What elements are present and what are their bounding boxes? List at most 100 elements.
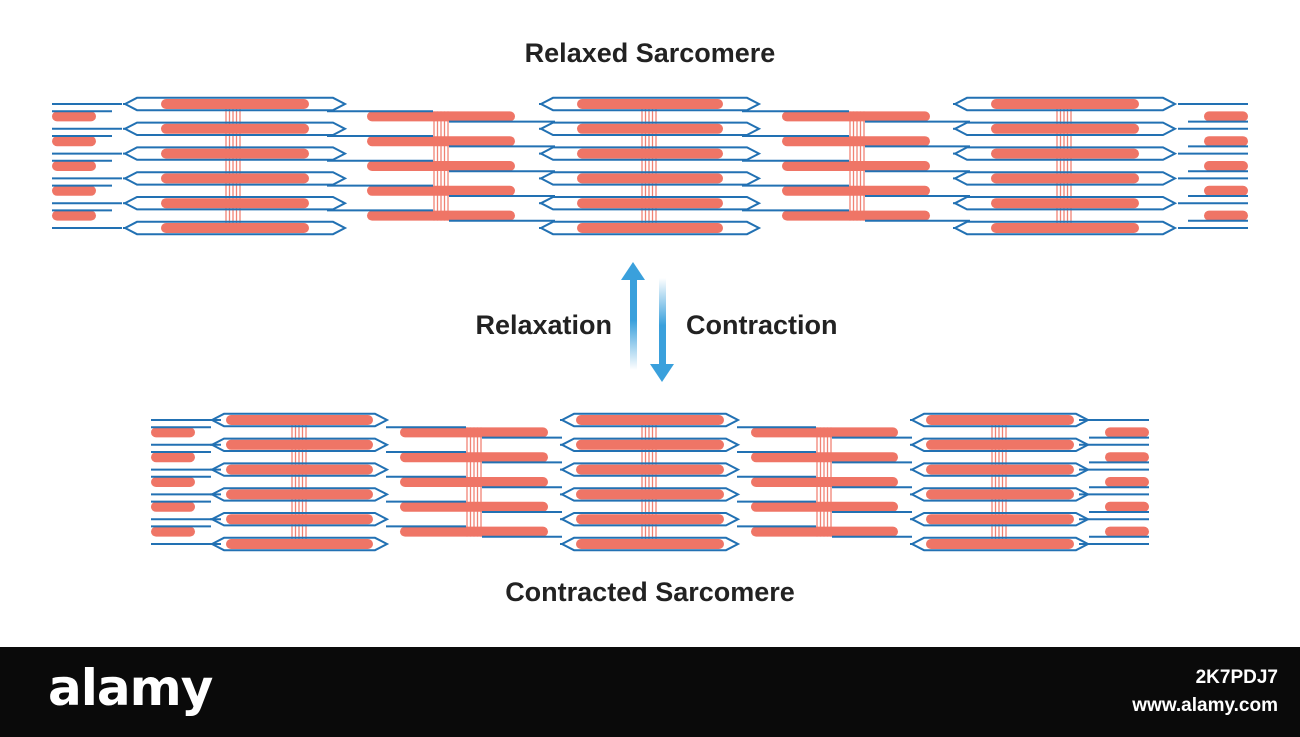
thick-filament xyxy=(991,223,1139,233)
contraction-label: Contraction xyxy=(686,310,838,340)
thick-filament xyxy=(52,185,96,196)
relaxation-arrow xyxy=(621,262,645,370)
relaxed-sarcomere xyxy=(52,96,1248,236)
thick-filament xyxy=(991,198,1139,209)
thick-filament xyxy=(400,477,548,487)
sarcomere-diagram xyxy=(52,96,1248,552)
thick-filament xyxy=(751,427,898,438)
site-url: www.alamy.com xyxy=(1132,695,1278,716)
thick-filament xyxy=(226,514,373,525)
thin-filament-outline xyxy=(952,196,1178,211)
thick-filament xyxy=(151,452,195,463)
thin-filament-outline xyxy=(909,512,1091,527)
thick-filament xyxy=(367,136,515,147)
thick-filament xyxy=(926,464,1074,475)
thick-filament xyxy=(782,210,930,221)
thin-filament-outline xyxy=(559,412,741,428)
thick-filament xyxy=(576,539,724,549)
thick-filament xyxy=(367,161,515,171)
thin-filament-outline xyxy=(952,171,1178,186)
thick-filament xyxy=(1204,136,1248,147)
thick-filament xyxy=(226,464,373,475)
thin-filament-outline xyxy=(538,146,762,161)
thick-filament xyxy=(926,439,1074,450)
thick-filament xyxy=(751,452,898,463)
thick-filament xyxy=(926,514,1074,525)
thick-filament xyxy=(751,501,898,512)
thick-filament xyxy=(576,439,724,450)
thick-filament xyxy=(161,99,309,109)
thick-filament xyxy=(991,173,1139,184)
thick-filament xyxy=(151,427,195,438)
thin-filament-outline xyxy=(122,121,348,136)
thin-filament-outline xyxy=(538,121,762,136)
thin-filament-outline xyxy=(209,437,390,452)
thick-filament xyxy=(226,415,373,425)
relaxation-label: Relaxation xyxy=(475,310,612,340)
thick-filament xyxy=(400,526,548,537)
thin-filament-outline xyxy=(122,171,348,186)
thick-filament xyxy=(400,427,548,438)
thick-filament xyxy=(52,161,96,171)
footer-bar: alamy 2K7PDJ7 www.alamy.com xyxy=(0,647,1300,737)
thick-filament xyxy=(991,99,1139,109)
image-id: 2K7PDJ7 xyxy=(1195,667,1278,688)
thick-filament xyxy=(751,477,898,487)
thin-filament-outline xyxy=(559,536,741,552)
thick-filament xyxy=(576,464,724,475)
thin-filament-outline xyxy=(909,536,1091,552)
thin-filament-outline xyxy=(122,146,348,161)
thick-filament xyxy=(161,148,309,159)
thin-filament-outline xyxy=(209,412,390,428)
relaxed-sarcomere-title: Relaxed Sarcomere xyxy=(524,38,776,68)
thick-filament xyxy=(1105,452,1149,463)
thick-filament xyxy=(926,539,1074,549)
thin-filament-outline xyxy=(909,437,1091,452)
thick-filament xyxy=(400,452,548,463)
thick-filament xyxy=(991,123,1139,134)
thick-filament xyxy=(1105,501,1149,512)
thick-filament xyxy=(52,111,96,122)
thin-filament-outline xyxy=(122,220,348,236)
thick-filament xyxy=(1105,427,1149,438)
thick-filament xyxy=(367,210,515,221)
thick-filament xyxy=(226,489,373,500)
thin-filament-outline xyxy=(538,196,762,211)
thick-filament xyxy=(782,111,930,122)
thick-filament xyxy=(782,136,930,147)
thick-filament xyxy=(226,539,373,549)
thin-filament-outline xyxy=(538,171,762,186)
thick-filament xyxy=(782,161,930,171)
thick-filament xyxy=(226,439,373,450)
thin-filament-outline xyxy=(559,462,741,477)
thick-filament xyxy=(577,223,723,233)
thin-filament-outline xyxy=(559,512,741,527)
thick-filament xyxy=(576,415,724,425)
thin-filament-outline xyxy=(952,121,1178,136)
thin-filament-outline xyxy=(538,96,762,112)
thick-filament xyxy=(926,489,1074,500)
thick-filament xyxy=(1204,210,1248,221)
thick-filament xyxy=(161,123,309,134)
thick-filament xyxy=(52,136,96,147)
thick-filament xyxy=(991,148,1139,159)
thin-filament-outline xyxy=(209,536,390,552)
thin-filament-outline xyxy=(559,487,741,502)
thin-filament-outline xyxy=(209,487,390,502)
thin-filament-outline xyxy=(952,96,1178,112)
thin-filament-outline xyxy=(909,462,1091,477)
thick-filament xyxy=(161,198,309,209)
thin-filament-outline xyxy=(909,487,1091,502)
thick-filament xyxy=(52,210,96,221)
thin-filament-outline xyxy=(122,96,348,112)
thick-filament xyxy=(577,173,723,184)
thick-filament xyxy=(1204,185,1248,196)
thin-filament-outline xyxy=(209,512,390,527)
thin-filament-outline xyxy=(952,220,1178,236)
thick-filament xyxy=(1204,161,1248,171)
thick-filament xyxy=(926,415,1074,425)
thin-filament-outline xyxy=(122,196,348,211)
thick-filament xyxy=(751,526,898,537)
brand-logo: alamy xyxy=(48,659,213,717)
contraction-arrow xyxy=(650,278,674,382)
